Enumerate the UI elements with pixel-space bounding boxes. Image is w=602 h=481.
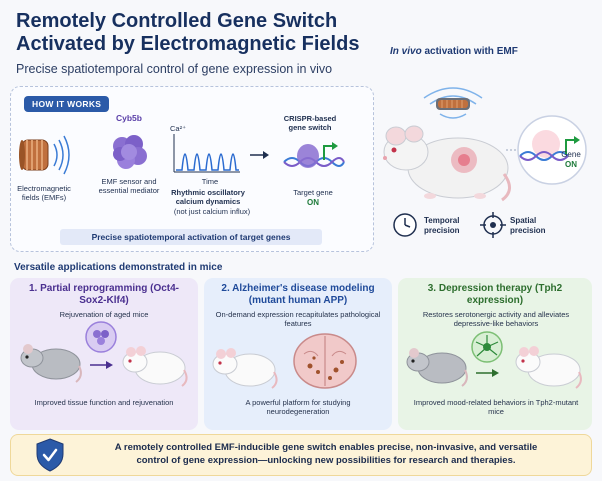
page-subtitle: Precise spatiotemporal control of gene e… (16, 62, 333, 76)
temporal-precision-label: Temporal precision (424, 216, 460, 235)
target-gene-on: ON (307, 198, 319, 207)
in-vivo-italic: In vivo (390, 46, 422, 57)
title-line-1: Remotely Controlled Gene Switch (16, 10, 338, 32)
page-title: Remotely Controlled Gene Switch Activate… (16, 10, 376, 56)
calcium-oscillation-chart (173, 134, 240, 173)
card-1-outcome: Improved tissue function and rejuvenatio… (34, 398, 174, 407)
ca-label: Ca²⁺ (170, 124, 187, 133)
card-3-outcome: Improved mood-related behaviors in Tph2-… (413, 398, 579, 416)
aged-mouse-image (20, 344, 82, 383)
card-1-desc: Rejuvenation of aged mice (59, 310, 149, 319)
spatial-precision-label: Spatial precision (510, 216, 546, 235)
gene-on-label: ON (565, 160, 577, 169)
applications-heading: Versatile applications demonstrated in m… (14, 262, 223, 273)
cyb5b-desc: EMF sensor and essential mediator (98, 177, 160, 195)
emf-coil-icon (19, 135, 70, 175)
shield-check-icon (36, 438, 64, 472)
footer-text: A remotely controlled EMF-inducible gene… (66, 441, 586, 467)
how-it-works-panel (10, 86, 374, 252)
emf-label: Electromagnetic fields (EMFs) (17, 184, 71, 202)
calcium-desc: Rhythmic oscillatory calcium dynamics (171, 188, 245, 206)
card-2-desc: On-demand expression recapitulates patho… (215, 310, 381, 328)
arrow-right-icon (476, 369, 499, 377)
footer-line-1: A remotely controlled EMF-inducible gene… (114, 442, 538, 453)
mouse-in-vivo-image (383, 125, 511, 202)
neuron-icon (471, 331, 503, 363)
gene-on-zoom-icon (506, 115, 587, 185)
emf-device-icon (423, 87, 483, 119)
footer-line-2: control of gene expression—unlocking new… (136, 455, 516, 466)
card-2-title: 2. Alzheimer's disease modeling (mutant … (221, 283, 375, 306)
card-2-outcome: A powerful platform for studying neurode… (245, 398, 351, 416)
gene-label: Gene (561, 150, 581, 159)
clock-icon (393, 213, 417, 237)
brain-section-icon (293, 333, 357, 389)
crispr-gene-switch-icon (283, 142, 345, 168)
card-3-desc: Restores serotonergic activity and allev… (422, 310, 570, 328)
activation-banner: Precise spatiotemporal activation of tar… (60, 229, 322, 245)
time-label: Time (201, 177, 219, 186)
footer-callout (10, 434, 592, 476)
arrow-right-icon (90, 361, 113, 369)
cyb5b-protein-icon (113, 135, 147, 169)
cell-reprogramming-icon (85, 321, 117, 353)
card-3-title: 3. Depression therapy (Tph2 expression) (427, 283, 563, 306)
cyb5b-name: Cyb5b (116, 113, 142, 123)
target-gene-label: Target gene (293, 188, 333, 197)
depressed-mouse-image (406, 348, 468, 387)
in-vivo-title: In vivo activation with EMF (390, 46, 518, 57)
title-line-2: Activated by Electromagnetic Fields (16, 33, 360, 55)
target-crosshair-icon (480, 212, 506, 238)
crispr-label: CRISPR-based gene switch (283, 114, 337, 132)
mouse-image (212, 348, 278, 389)
card-1-title: 1. Partial reprogramming (Oct4-Sox2-Klf4… (28, 283, 180, 306)
calcium-note: (not just calcium influx) (173, 207, 251, 216)
healthy-mouse-image (515, 346, 582, 389)
in-vivo-title-rest: activation with EMF (421, 46, 518, 57)
young-mouse-image (122, 346, 188, 387)
arrow-right-icon (250, 151, 269, 159)
how-it-works-pill: HOW IT WORKS (24, 96, 110, 112)
